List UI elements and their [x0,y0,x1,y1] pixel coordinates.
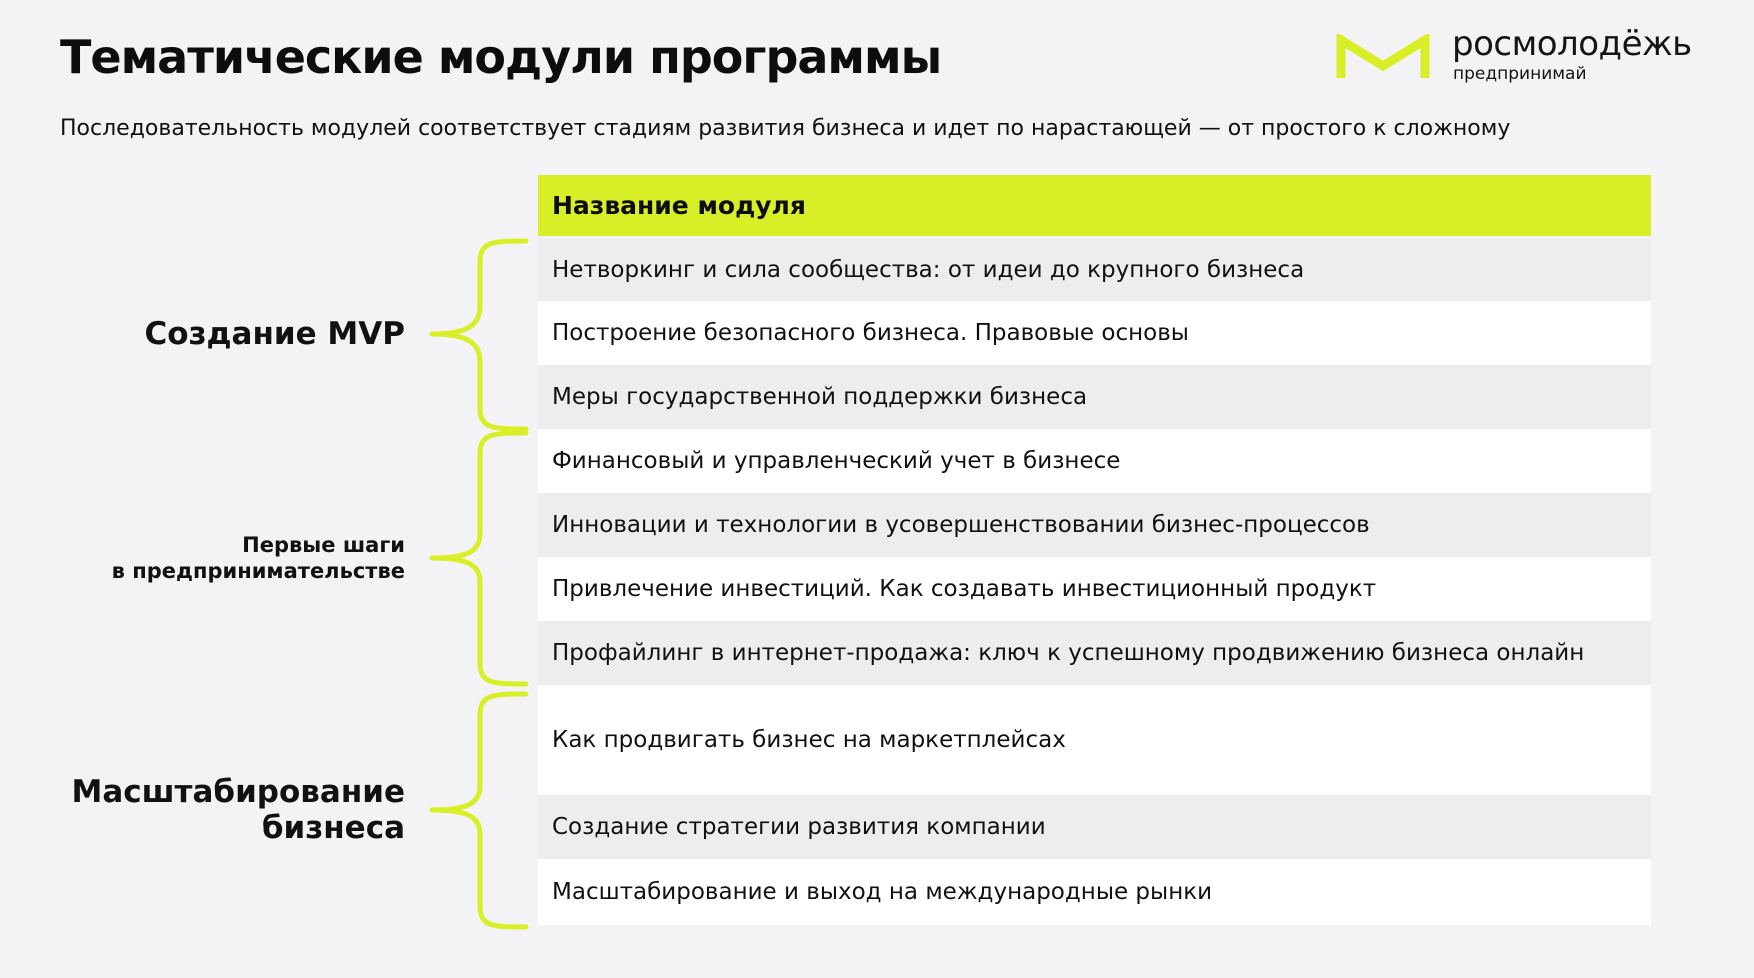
brace-stage-1 [429,238,529,432]
table-row: Финансовый и управленческий учет в бизне… [538,429,1651,493]
table-row: Создание стратегии развития компании [538,795,1651,859]
stage-label-line: в предпринимательстве [111,559,405,583]
stage-label-line: бизнеса [261,810,405,846]
stage-label-first-steps: Первые шаги в предпринимательстве [112,532,405,584]
brace-stage-2 [429,430,529,687]
stage-label-scaling: Масштабирование бизнеса [71,774,405,846]
table-row: Нетворкинг и сила сообщества: от идеи до… [538,239,1651,301]
table-row: Привлечение инвестиций. Как создавать ин… [538,557,1651,621]
table-row: Как продвигать бизнес на маркетплейсах [538,685,1651,795]
modules-table: Название модуля Нетворкинг и сила сообще… [538,175,1651,929]
brand-name: росмолодёжь [1452,24,1692,64]
table-row: Построение безопасного бизнеса. Правовые… [538,301,1651,365]
brace-stage-3 [429,691,529,930]
stage-label-line: Масштабирование [71,774,405,810]
page-title: Тематические модули программы [60,30,942,84]
table-row: Инновации и технологии в усовершенствова… [538,493,1651,557]
stage-label-line: Первые шаги [242,533,405,557]
table-row: Масштабирование и выход на международные… [538,859,1651,925]
page-subtitle: Последовательность модулей соответствует… [60,116,1511,141]
brand-logo: росмолодёжь предпринимай [1336,24,1716,90]
brand-tagline: предпринимай [1453,64,1587,84]
table-row: Профайлинг в интернет-продажа: ключ к ус… [538,621,1651,685]
stage-label-mvp: Создание MVP [144,316,405,352]
m-logo-icon [1336,34,1430,78]
stage-label-line: Создание MVP [144,316,405,352]
stage-braces [429,238,529,930]
table-header: Название модуля [538,175,1651,236]
table-row: Меры государственной поддержки бизнеса [538,365,1651,429]
